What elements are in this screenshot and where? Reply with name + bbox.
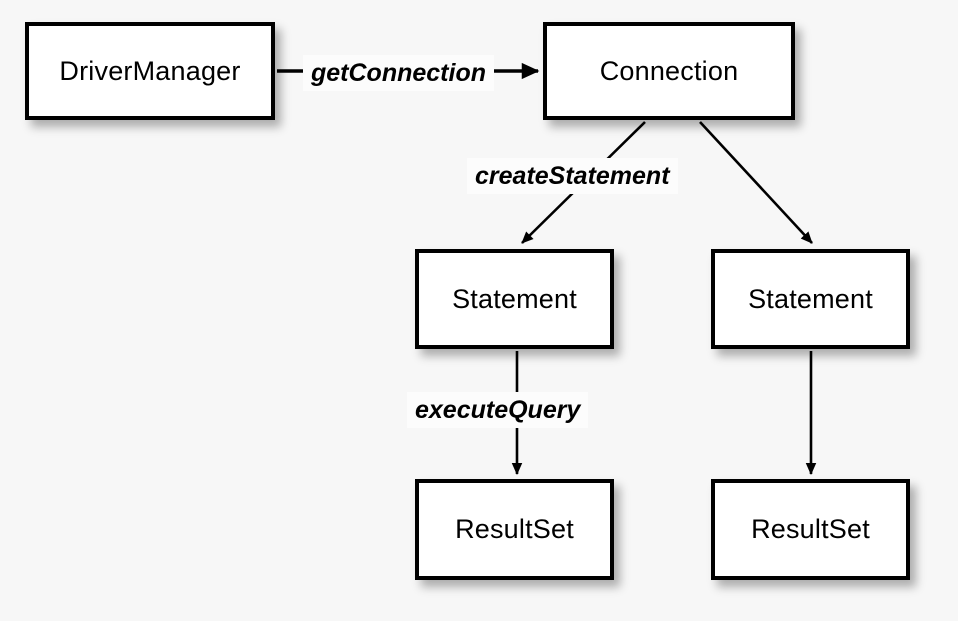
node-label-statement-right: Statement	[748, 283, 873, 314]
node-driver-manager[interactable]: DriverManager	[25, 22, 275, 120]
edge-label-createstatement: createStatement	[467, 158, 678, 194]
node-resultset-left[interactable]: ResultSet	[415, 479, 614, 580]
node-statement-right[interactable]: Statement	[711, 249, 910, 349]
node-label-driver-manager: DriverManager	[59, 55, 241, 86]
edge-label-getconnection: getConnection	[303, 55, 494, 91]
node-statement-left[interactable]: Statement	[415, 249, 614, 349]
edge-line-createstatement-2	[699, 121, 813, 244]
node-resultset-right[interactable]: ResultSet	[711, 479, 910, 580]
edge-label-executequery: executeQuery	[407, 392, 589, 428]
node-label-statement-left: Statement	[452, 283, 577, 314]
node-connection[interactable]: Connection	[543, 22, 795, 120]
node-label-resultset-right: ResultSet	[751, 514, 870, 544]
node-label-resultset-left: ResultSet	[455, 514, 574, 544]
node-label-connection: Connection	[599, 55, 739, 86]
